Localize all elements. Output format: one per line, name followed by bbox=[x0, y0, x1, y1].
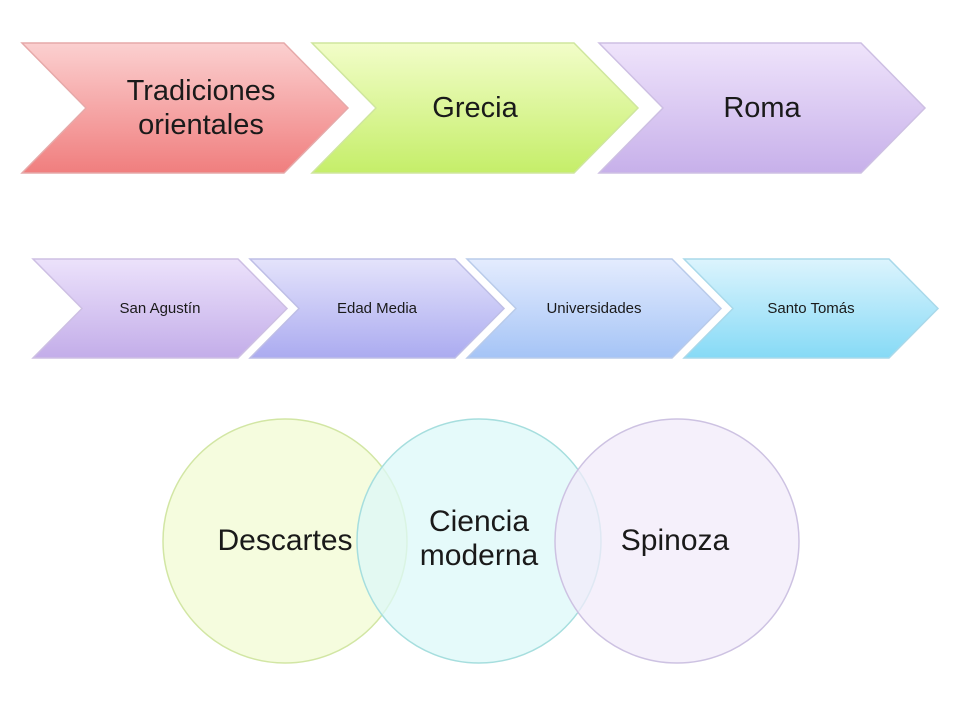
chevron-shape bbox=[465, 258, 723, 359]
chevron-shape bbox=[310, 42, 640, 174]
chevron-shape bbox=[248, 258, 506, 359]
circle-label-spinoza: Spinoza bbox=[620, 524, 730, 557]
chevron-shape bbox=[20, 42, 350, 174]
chevron-shape bbox=[31, 258, 289, 359]
chevron-shape bbox=[597, 42, 927, 174]
circle-label-descartes: Descartes bbox=[217, 524, 353, 557]
venn-circle bbox=[554, 418, 800, 664]
circle-label-ciencia-moderna: Ciencia moderna bbox=[419, 505, 539, 572]
chevron-shape bbox=[682, 258, 940, 359]
